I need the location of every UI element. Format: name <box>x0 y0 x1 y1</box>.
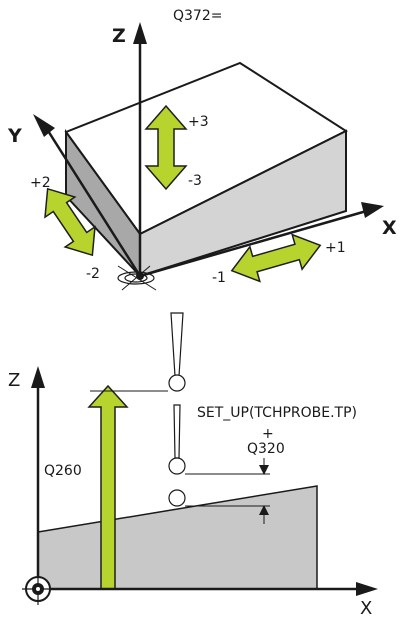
origin-ellipse-inner <box>124 273 148 283</box>
dir-minus1-label: -1 <box>212 270 226 286</box>
y-axis-line <box>43 125 142 277</box>
q260-arrow <box>87 384 129 590</box>
q320-label: Q320 <box>247 441 285 457</box>
z-axis-arrowhead-bottom <box>31 366 45 388</box>
dir-plus3-label: +3 <box>188 114 209 130</box>
origin-dot <box>136 272 144 280</box>
y-axis-label: Y <box>7 125 22 147</box>
dir-minus3-label: -3 <box>188 173 202 189</box>
origin-tick-2 <box>121 265 151 291</box>
dir-3-double-arrow <box>144 104 188 191</box>
q372-label: Q372= <box>173 8 222 24</box>
x-axis-line <box>139 208 371 278</box>
probe-stylus-lower <box>173 404 181 459</box>
origin-ellipse-outer <box>117 271 155 285</box>
z-axis-label: Z <box>112 25 126 47</box>
dir-2-double-arrow <box>44 187 96 257</box>
q260-label: Q260 <box>44 463 82 479</box>
x-axis-arrowhead-bottom <box>356 582 378 596</box>
dir-plus2-label: +2 <box>30 175 51 191</box>
y-axis-arrowhead <box>33 114 55 137</box>
probe-stylus-upper <box>170 312 184 377</box>
probe-ball-lower <box>168 489 186 507</box>
z-axis-arrowhead <box>133 22 147 44</box>
bottom-side-view: Q260 SET_UP(TCHPROBE.TP) + Q320 Z X <box>8 312 378 619</box>
dir-1-double-arrow <box>230 233 322 283</box>
probe-ball-middle <box>168 457 186 475</box>
top-3d-view: Z Y X Q372= +3 -3 +2 -2 +1 -1 <box>7 8 397 291</box>
datum-center <box>36 587 40 591</box>
x-axis-arrowhead <box>361 202 384 218</box>
setup-label: SET_UP(TCHPROBE.TP) <box>197 405 357 421</box>
probe-ball-upper <box>168 374 186 392</box>
x-axis-label: X <box>382 217 397 239</box>
x-axis-label-bottom: X <box>360 598 372 619</box>
plus-label: + <box>262 426 274 442</box>
dir-plus1-label: +1 <box>325 240 346 256</box>
z-axis-label-bottom: Z <box>8 370 20 391</box>
dir-minus2-label: -2 <box>86 266 100 282</box>
